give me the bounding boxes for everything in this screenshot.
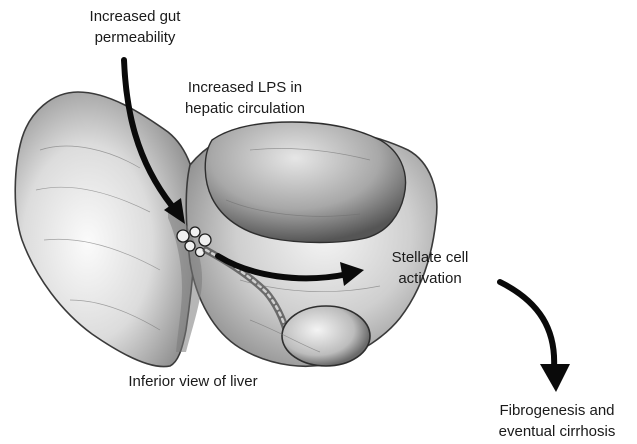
label-fibrogenesis: Fibrogenesis and eventual cirrhosis	[478, 400, 636, 442]
gallbladder	[282, 306, 370, 366]
liver-left-lobe	[15, 92, 196, 367]
arrow-stellate-to-fibrogenesis	[500, 282, 554, 368]
arrowhead-fibrogenesis	[540, 364, 570, 392]
label-stellate-activation: Stellate cell activation	[370, 247, 490, 289]
label-gut-permeability: Increased gut permeability	[60, 6, 210, 48]
liver-caudate-lobe	[205, 122, 405, 243]
liver-illustration	[15, 92, 437, 367]
label-lps-circulation: Increased LPS in hepatic circulation	[160, 77, 330, 119]
label-liver-view: Inferior view of liver	[103, 371, 283, 392]
